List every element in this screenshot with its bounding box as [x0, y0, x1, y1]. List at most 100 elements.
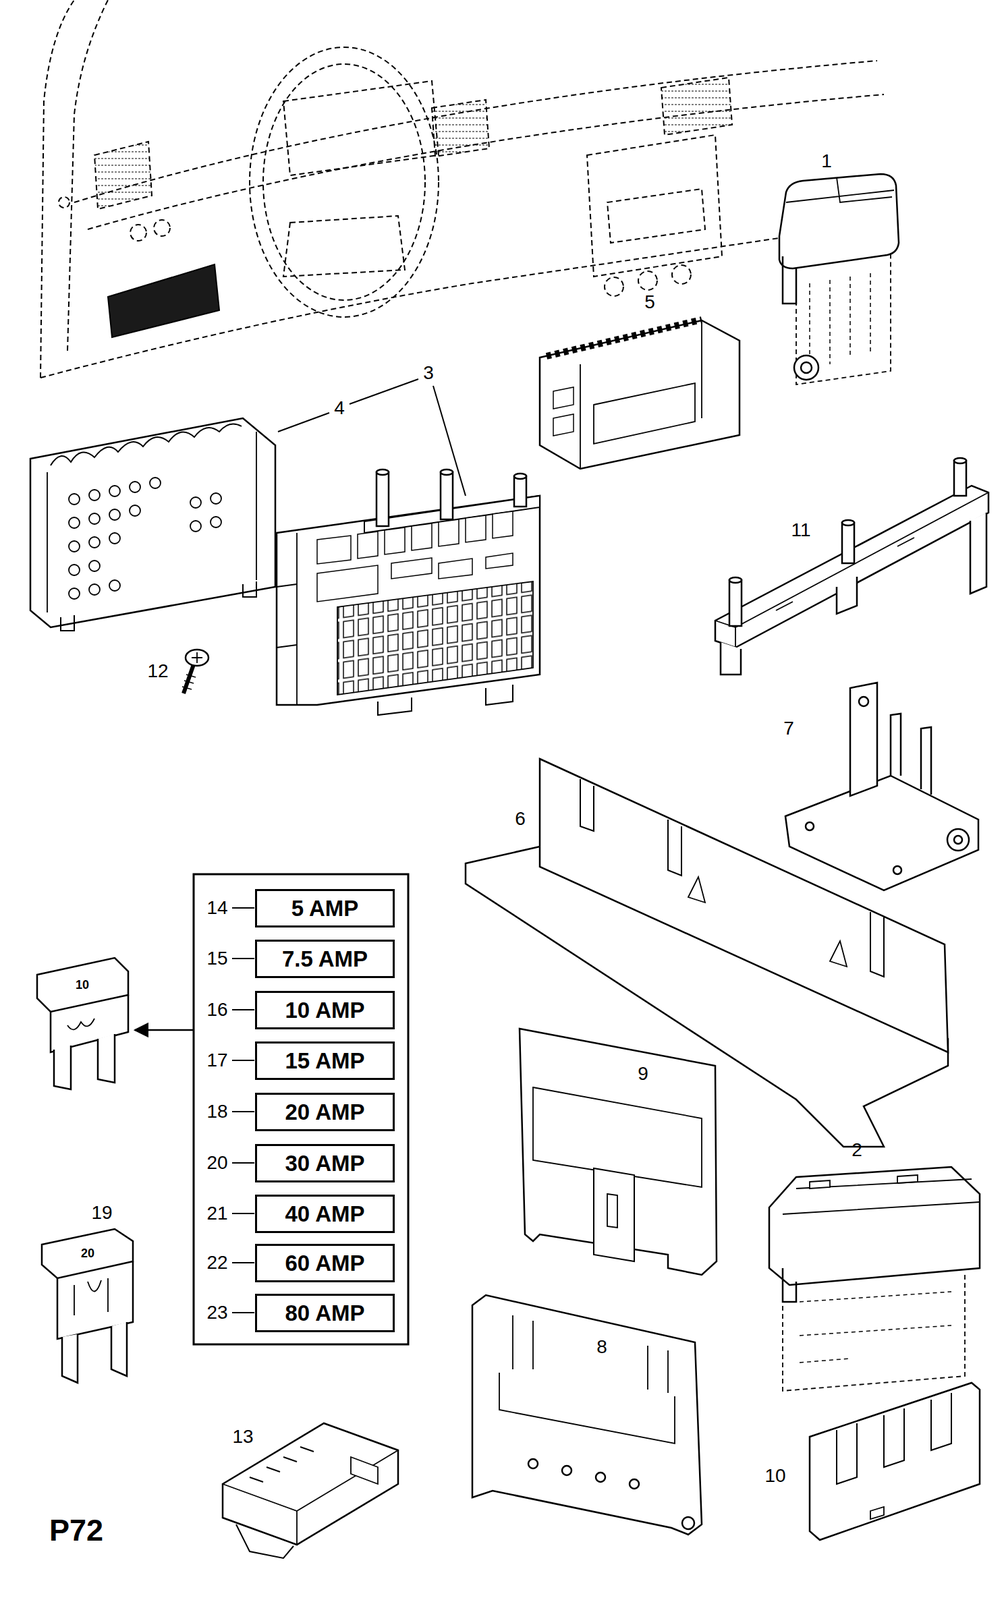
- connector-13-part: [222, 1450, 399, 1546]
- fuse-box-3-part: [276, 495, 540, 706]
- blade-fuse: [37, 958, 129, 1090]
- callout-number: 15: [206, 949, 228, 969]
- control-module-5: [539, 319, 740, 469]
- callout-number: 23: [206, 1303, 228, 1323]
- fuse-box-cover-4: [30, 418, 276, 631]
- fuse-rating: 7.5 AMP: [282, 947, 368, 971]
- control-module-5-part: [546, 319, 702, 357]
- fuse-rating: 60 AMP: [285, 1252, 366, 1275]
- dashboard-outline-part: [87, 94, 884, 230]
- mounting-rail-11-part: [842, 520, 855, 526]
- bracket-8-part: [512, 1315, 668, 1394]
- fuse-rating-box: 30 AMP: [255, 1144, 395, 1183]
- fuse-box-cover-4-part: [50, 423, 242, 466]
- relay-cover-1-part: [782, 256, 797, 304]
- mini-fuse-19-part: [74, 1278, 108, 1316]
- callout-number: 4: [333, 398, 345, 418]
- callout-number: 2: [851, 1140, 863, 1160]
- mounting-rail-11: [715, 458, 989, 675]
- dashboard-outline: [40, 0, 884, 378]
- relay-cover-1-part: [779, 174, 899, 269]
- callout-number: 10: [764, 1466, 786, 1486]
- clip-10-part: [836, 1393, 952, 1485]
- relay-cover-1-part: [796, 253, 891, 385]
- fuse-box-3-part: [440, 472, 453, 520]
- dashboard-outline-part: [249, 47, 439, 318]
- fuse-box-cover-4-part-part: [89, 560, 100, 572]
- relay-cover-1-part: [786, 177, 895, 203]
- relay-cover-2-part: [782, 1271, 965, 1392]
- fuse-box-cover-4-part: [60, 581, 257, 631]
- fuse-box-cover-4-part-part: [109, 533, 121, 544]
- fuse-box-cover-4-part-part: [210, 516, 222, 528]
- bracket-7-part: [805, 822, 814, 831]
- fuse-box-cover-4-part-part: [68, 588, 80, 600]
- callout-number: 6: [514, 809, 526, 829]
- fuse-rating: 20 AMP: [285, 1101, 366, 1124]
- mounting-rail-11-part: [729, 580, 742, 627]
- callout-number: 12: [147, 661, 169, 681]
- callout-number: 7: [783, 719, 795, 739]
- bracket-7-part: [890, 713, 932, 795]
- dashboard-outline-part: [74, 60, 878, 203]
- control-module-5-part: [539, 320, 740, 469]
- fuse-rating-box: 20 AMP: [255, 1093, 395, 1132]
- fuse-box-cover-4-part: [68, 477, 222, 600]
- fuse-marking: 10: [75, 979, 90, 992]
- control-module-5-part: [593, 383, 695, 444]
- fuse-rating-box: 7.5 AMP: [255, 939, 395, 979]
- fuse-box-3-part: [317, 511, 513, 565]
- dashboard-outline-part: [263, 64, 426, 301]
- bracket-8-part: [472, 1295, 702, 1536]
- blade-fuse-part: [53, 1034, 115, 1090]
- dashboard-outline-part: [94, 141, 152, 210]
- fuse-box-3-part: [376, 469, 389, 476]
- bracket-8-part: [629, 1479, 639, 1490]
- fuse-box-cover-4-part-part: [190, 497, 202, 509]
- leader-lines-part: [277, 412, 330, 432]
- screw-12-part: [191, 652, 203, 664]
- dashboard-outline-part: [283, 80, 439, 176]
- glovebox-fill: [107, 264, 220, 338]
- bracket-6-part: [580, 779, 884, 978]
- connector-13-part: [222, 1423, 399, 1546]
- fuse-box-3-part: [438, 553, 513, 579]
- leader-lines-part: [433, 385, 466, 496]
- fuse-box-cover-4-part-part: [68, 541, 80, 552]
- fuse-box-3-part: [377, 684, 513, 716]
- callout-number: 19: [91, 1203, 113, 1223]
- bracket-8-part: [682, 1517, 695, 1530]
- bracket-7-part: [785, 775, 979, 891]
- dashboard-outline-part: [604, 277, 624, 297]
- fuse-box-cover-4-part-part: [129, 481, 141, 493]
- fuse-rating-box: 15 AMP: [255, 1041, 395, 1081]
- relay-cover-2-part: [769, 1167, 980, 1286]
- callout-number: 1: [821, 151, 832, 171]
- bracket-7-part: [858, 696, 869, 707]
- dashboard-outline-part: [661, 77, 733, 135]
- fuse-box-cover-4-part-part: [89, 584, 100, 596]
- mounting-rail-11-part: [720, 642, 741, 675]
- fuse-rating-box: 60 AMP: [255, 1244, 395, 1283]
- mounting-rail-11-part: [970, 512, 987, 594]
- clip-10-part: [809, 1383, 980, 1541]
- callout-number: 14: [206, 898, 228, 918]
- fuse-rating: 30 AMP: [285, 1152, 366, 1175]
- fuse-box-3: [276, 469, 540, 716]
- bracket-6-part: [688, 877, 847, 967]
- fuse-box-3-part: [376, 472, 389, 527]
- relay-cover-2-part: [782, 1268, 797, 1303]
- connector-13-part: [350, 1457, 378, 1485]
- plate-9-part: [519, 1028, 717, 1276]
- bracket-7-part: [947, 829, 969, 851]
- fuse-rating: 40 AMP: [285, 1203, 366, 1226]
- fuse-box-cover-4-part: [47, 431, 257, 613]
- relay-cover-1-part: [800, 362, 812, 374]
- fuse-box-cover-4-part-part: [190, 520, 202, 532]
- dashboard-outline-part: [40, 222, 884, 378]
- callout-number: 13: [232, 1427, 254, 1447]
- dashboard-outline-part: [153, 219, 171, 237]
- screw-12: [182, 649, 209, 694]
- pointer-arrow: [134, 1029, 194, 1032]
- relay-cover-1-part: [794, 355, 819, 380]
